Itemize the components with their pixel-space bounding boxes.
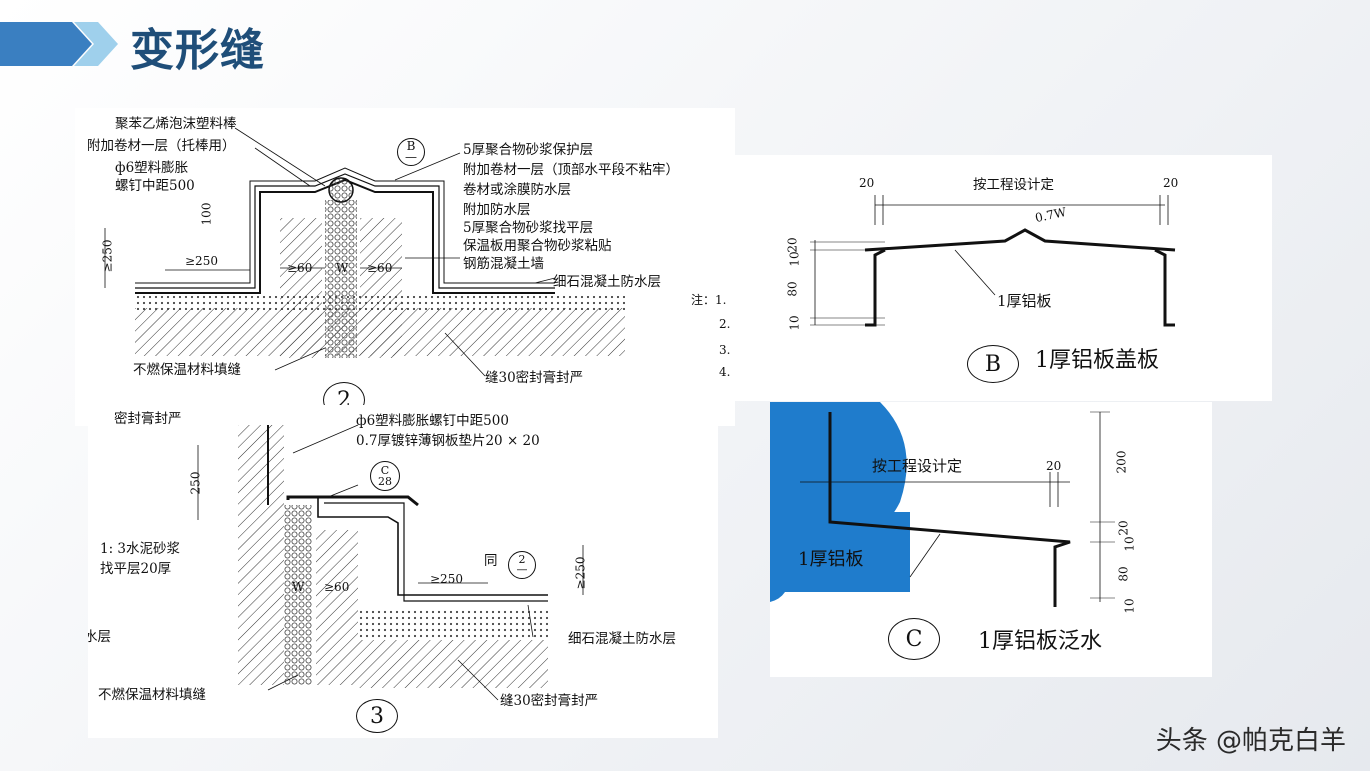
detail-b-caption: 1厚铝板盖板 (1035, 348, 1159, 373)
dim-b-v10a: 10 (787, 251, 802, 267)
detail-b-panel: 20 按工程设计定 20 0.7W 20 10 80 10 1厚铝板 B 1厚铝… (735, 155, 1272, 401)
label-mortar-protect: 5厚聚合物砂浆保护层 (463, 142, 594, 158)
label-3-cement-a: 1: 3水泥砂浆 (100, 541, 181, 557)
label-extra-membrane-top: 附加卷材一层（顶部水平段不粘牢） (463, 162, 679, 178)
label-additional-membrane: 附加卷材一层（托棒用） (87, 138, 236, 154)
label-b-aluminum: 1厚铝板 (997, 292, 1052, 310)
detail-c-letter-text: C (905, 626, 923, 652)
detail-c-caption: 1厚铝板泛水 (978, 629, 1102, 654)
detail-3-number-text: 3 (370, 703, 384, 729)
ref-2-num: 2 (518, 553, 526, 566)
detail-2-panel: 聚苯乙烯泡沫塑料棒 附加卷材一层（托棒用） ф6塑料膨胀 螺钉中距500 B— … (75, 108, 735, 426)
label-c-aluminum: 1厚铝板 (798, 549, 864, 570)
detail-b-letter-text: B (984, 351, 1002, 377)
detail-3-number: 3 (356, 699, 398, 733)
dim-3-250-vertical: 250 (188, 471, 203, 495)
ref-c-letter: C (380, 464, 390, 477)
note-4: 4. (719, 365, 731, 379)
label-3-galv-plate: 0.7厚镀锌薄钢板垫片20 × 20 (356, 433, 540, 449)
detail-b-drawing (810, 195, 1176, 327)
label-plastic-bolt-a: ф6塑料膨胀 (115, 160, 189, 176)
dim-b-v20: 20 (785, 237, 800, 253)
label-seal: 缝30密封膏封严 (485, 370, 584, 386)
slide-title: 变形缝 (130, 25, 265, 76)
label-polystyrene-rod: 聚苯乙烯泡沫塑料棒 (115, 116, 237, 132)
label-3-seal-top: 密封膏封严 (114, 411, 182, 427)
label-extra-waterproof: 附加防水层 (463, 202, 531, 218)
label-3-noncombust-fill: 不燃保温材料填缝 (98, 687, 206, 703)
dim-c-v200: 200 (1114, 450, 1129, 474)
title-arrow-decoration (0, 22, 118, 66)
label-3-same: 同 (484, 553, 498, 569)
dim-c-v80: 80 (1116, 566, 1131, 582)
detail-3-panel: 密封膏封严 ф6塑料膨胀螺钉中距500 0.7厚镀锌薄钢板垫片20 × 20 C… (88, 405, 718, 738)
label-plastic-bolt-b: 螺钉中距500 (115, 178, 195, 194)
ref-b-bar: — (405, 150, 417, 164)
dim-3-60: ≥60 (324, 580, 350, 594)
detail-3-drawing (197, 424, 584, 701)
label-fine-concrete: 细石混凝土防水层 (553, 274, 661, 290)
note-2: 2. (719, 317, 731, 331)
dim-3-w: W (292, 580, 305, 594)
ref-b-letter: B (406, 139, 416, 153)
dim-c-20: 20 (1046, 459, 1062, 473)
label-noncombust-fill: 不燃保温材料填缝 (133, 362, 241, 378)
ref-2-bar: — (516, 563, 528, 576)
label-3-seal: 缝30密封膏封严 (500, 693, 599, 709)
dim-250-vertical: ≥250 (100, 239, 115, 273)
dim-100: 100 (199, 202, 214, 226)
detail-b-letter: B (967, 345, 1019, 383)
note-3: 3. (719, 343, 731, 357)
ref-b-bubble: B— (397, 138, 425, 166)
label-insulation-bond: 保温板用聚合物砂浆粘贴 (463, 238, 612, 254)
label-c-per-design: 按工程设计定 (872, 457, 963, 475)
note-head: 注：1. (691, 293, 727, 307)
label-b-per-design: 按工程设计定 (973, 177, 1054, 193)
dim-60-left: ≥60 (287, 261, 313, 275)
dim-b-20-right: 20 (1163, 176, 1179, 190)
detail-2-drawing (104, 127, 625, 377)
detail-c-panel: 按工程设计定 20 200 20 10 80 10 1厚铝板 C 1厚铝板泛水 (770, 402, 1212, 677)
label-3-water-layer: 水层 (88, 629, 111, 645)
dim-60-right: ≥60 (367, 261, 393, 275)
detail-c-letter: C (888, 618, 940, 660)
dim-250-horizontal: ≥250 (185, 254, 218, 268)
dim-c-v10a: 10 (1122, 536, 1137, 552)
ref-c-num: 28 (378, 475, 392, 488)
dim-c-v20: 20 (1116, 520, 1131, 536)
label-membrane-or-coating: 卷材或涂膜防水层 (463, 182, 571, 198)
dim-3-250-right: ≥250 (573, 556, 588, 590)
dim-w: W (336, 261, 349, 275)
dim-c-v10b: 10 (1122, 598, 1137, 614)
ref-2-bubble: 2— (508, 551, 536, 579)
watermark: 头条 @帕克白羊 (1155, 726, 1346, 756)
label-mortar-level: 5厚聚合物砂浆找平层 (463, 220, 594, 236)
label-rc-wall: 钢筋混凝土墙 (463, 256, 544, 272)
label-3-plastic-bolt: ф6塑料膨胀螺钉中距500 (356, 413, 509, 429)
label-3-cement-b: 找平层20厚 (100, 561, 172, 577)
dim-b-v10b: 10 (787, 315, 802, 331)
dim-3-250-horizontal: ≥250 (430, 572, 463, 586)
detail-c-drawing (770, 402, 1115, 607)
label-3-fine-concrete: 细石混凝土防水层 (568, 631, 676, 647)
dim-b-20-left: 20 (859, 176, 875, 190)
dim-b-v80: 80 (785, 281, 800, 297)
